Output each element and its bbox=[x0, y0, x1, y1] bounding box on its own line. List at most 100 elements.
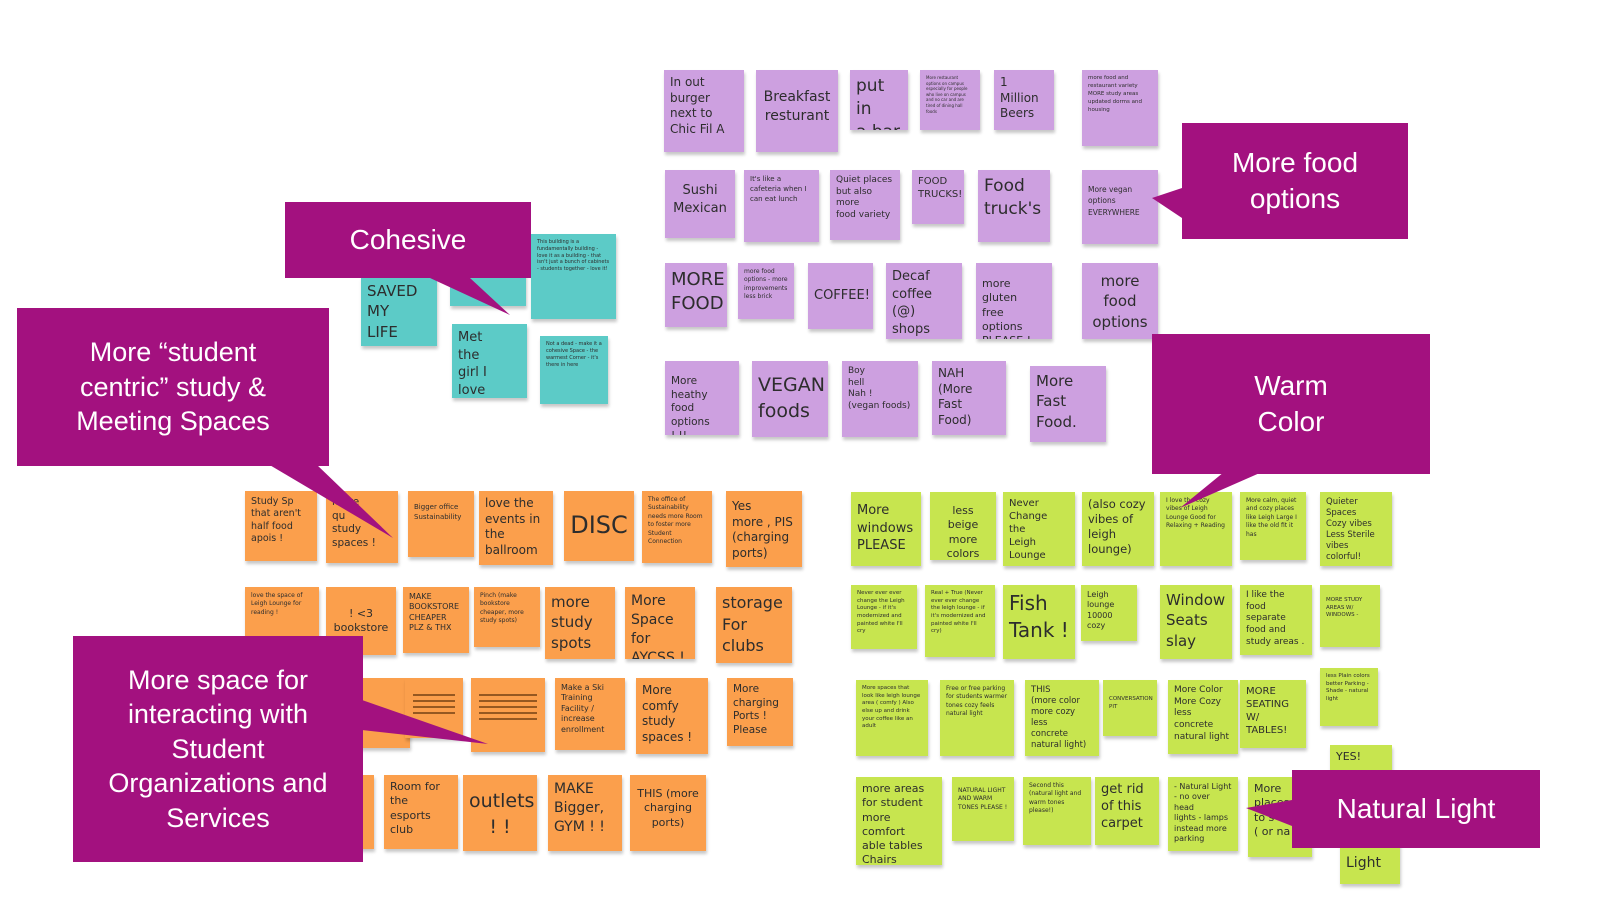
sticky-note-green[interactable]: NATURAL LIGHT AND WARM TONES PLEASE ! bbox=[952, 777, 1014, 841]
sticky-note-purple[interactable]: MORE FOOD bbox=[665, 263, 727, 327]
sticky-note-teal[interactable]: This building is a fundamentally buildin… bbox=[531, 234, 616, 319]
sticky-note-orange[interactable]: MAKE BOOKSTORE CHEAPER PLZ & THX bbox=[403, 587, 469, 653]
sticky-note-purple[interactable]: more food options - more improvements le… bbox=[738, 263, 794, 319]
sticky-note-purple[interactable]: more food and restaurant variety MORE st… bbox=[1082, 70, 1158, 146]
sticky-note-orange[interactable]: MAKE Bigger, GYM ! ! bbox=[548, 775, 622, 851]
note-text: More Fast Food. bbox=[1036, 372, 1077, 431]
sticky-note-orange[interactable]: More comfy study spaces ! bbox=[636, 678, 708, 754]
sticky-note-purple[interactable]: Quiet places but also more food variety bbox=[830, 170, 900, 240]
sticky-note-green[interactable]: (also cozy vibes of leigh lounge) bbox=[1082, 492, 1154, 566]
note-text: 1 Million Beers bbox=[1000, 75, 1039, 121]
sticky-note-teal[interactable]: Not a dead - make it a cohesive Space - … bbox=[540, 336, 608, 404]
sticky-note-orange[interactable]: outlets ! ! bbox=[463, 775, 537, 851]
sticky-note-purple[interactable]: Breakfast resturant bbox=[756, 70, 838, 152]
sticky-note-green[interactable]: Leigh lounge 10000 cozy bbox=[1081, 585, 1137, 641]
sticky-note-orange[interactable]: love the events in the ballroom bbox=[479, 491, 553, 565]
sticky-note-purple[interactable]: more gluten free options PLEASE ! bbox=[976, 263, 1052, 339]
sticky-note-purple[interactable]: COFFEE! bbox=[808, 263, 873, 329]
sticky-note-orange[interactable]: Pinch (make bookstore cheaper, more stud… bbox=[474, 587, 540, 647]
sticky-note-green[interactable]: MORE STUDY AREAS W/ WINDOWS - bbox=[1320, 585, 1380, 647]
sticky-note-purple[interactable]: Decaf coffee (@) shops bbox=[886, 263, 962, 339]
scribble-line bbox=[479, 712, 537, 714]
sticky-note-purple[interactable]: More vegan options EVERYWHERE bbox=[1082, 170, 1158, 244]
sticky-note-green[interactable]: CONVERSATION PIT bbox=[1103, 680, 1157, 736]
note-text: More spaces that look like leigh lounge … bbox=[862, 685, 921, 730]
sticky-note-green[interactable]: More windows PLEASE bbox=[851, 492, 921, 566]
sticky-note-purple[interactable]: Sushi Mexican bbox=[665, 170, 735, 238]
note-text: ! <3 bookstore bbox=[333, 607, 389, 635]
sticky-note-green[interactable]: Never ever ever change the Leigh Lounge … bbox=[851, 585, 917, 649]
note-text: I like the food separate food and study … bbox=[1246, 590, 1305, 647]
sticky-note-purple[interactable]: 1 Million Beers bbox=[994, 70, 1054, 130]
sticky-note-green[interactable]: More calm, quiet and cozy places like Le… bbox=[1240, 492, 1306, 560]
sticky-note-orange[interactable]: Bigger office Sustainability bbox=[408, 491, 474, 557]
note-text: MAKE Bigger, GYM ! ! bbox=[554, 781, 605, 835]
sticky-note-green[interactable]: Never Change the Leigh Lounge bbox=[1003, 492, 1075, 566]
note-text: NATURAL LIGHT AND WARM TONES PLEASE ! bbox=[958, 787, 1008, 811]
note-text: Quieter Spaces Cozy vibes Less Sterile v… bbox=[1326, 497, 1375, 563]
note-text: The office of Sustainability needs more … bbox=[648, 496, 703, 545]
sticky-note-purple[interactable]: FOOD TRUCKS! bbox=[912, 170, 964, 224]
sticky-note-green[interactable]: more areas for student more comfort able… bbox=[856, 777, 942, 865]
sticky-note-green[interactable]: MORE SEATING W/ TABLES! bbox=[1240, 680, 1306, 748]
sticky-note-green[interactable]: - Natural Light - no over head lights - … bbox=[1168, 777, 1238, 851]
note-text: More places to s ( or na bbox=[1254, 782, 1291, 838]
sticky-note-orange[interactable]: love the space of Leigh Lounge for readi… bbox=[245, 587, 319, 643]
sticky-note-orange[interactable]: storage For clubs bbox=[716, 587, 792, 663]
sticky-note-orange[interactable]: DISC bbox=[564, 491, 634, 561]
sticky-note-orange[interactable]: More charging Ports ! Please bbox=[727, 678, 793, 746]
sticky-note-orange[interactable]: The office of Sustainability needs more … bbox=[642, 491, 712, 563]
sticky-note-purple[interactable]: Food truck's bbox=[978, 170, 1050, 242]
sticky-note-green[interactable]: I like the food separate food and study … bbox=[1240, 585, 1312, 655]
note-text: More comfy study spaces ! bbox=[642, 683, 693, 744]
note-text: More charging Ports ! Please bbox=[733, 683, 779, 736]
sticky-note-green[interactable]: THIS (more color more cozy less concrete… bbox=[1025, 680, 1099, 756]
sticky-note-purple[interactable]: more food options bbox=[1082, 263, 1158, 339]
sticky-note-orange-scribble[interactable] bbox=[405, 678, 463, 738]
sticky-note-purple[interactable]: More Fast Food. bbox=[1030, 366, 1106, 442]
sticky-note-purple[interactable]: In out burger next to Chic Fil A bbox=[664, 70, 744, 152]
note-text: More windows PLEASE bbox=[857, 503, 914, 554]
sticky-note-orange[interactable]: more qu study spaces ! bbox=[326, 491, 398, 563]
sticky-note-green[interactable]: get rid of this carpet bbox=[1095, 777, 1159, 845]
sticky-note-orange[interactable]: Yes more , PIS (charging ports) bbox=[726, 491, 802, 567]
sticky-note-green[interactable]: Fish Tank ! bbox=[1003, 585, 1075, 659]
sticky-note-orange[interactable]: Room for the esports club bbox=[384, 775, 458, 849]
sticky-note-green[interactable]: I love the cozy vibes of Leigh Lounge Go… bbox=[1160, 492, 1232, 566]
note-text: Second this (natural light and warm tone… bbox=[1029, 782, 1082, 815]
sticky-note-green[interactable]: Window Seats slay bbox=[1160, 585, 1232, 659]
note-text: More calm, quiet and cozy places like Le… bbox=[1246, 497, 1297, 538]
note-text: VEGAN foods bbox=[758, 374, 825, 422]
sticky-note-green[interactable]: Second this (natural light and warm tone… bbox=[1023, 777, 1091, 845]
callout-natural-light: Natural Light bbox=[1292, 770, 1540, 848]
note-text: COFFEE! bbox=[814, 288, 870, 303]
sticky-note-purple[interactable]: It's like a cafeteria when I can eat lun… bbox=[744, 170, 819, 242]
sticky-note-green[interactable]: Quieter Spaces Cozy vibes Less Sterile v… bbox=[1320, 492, 1392, 566]
sticky-note-orange[interactable]: THIS (more charging ports) bbox=[630, 775, 706, 851]
sticky-note-teal[interactable]: SAVED MY LIFE bbox=[361, 276, 437, 346]
sticky-note-purple[interactable]: Boy hell Nah ! (vegan foods) bbox=[842, 361, 918, 437]
note-text: storage For clubs bbox=[722, 593, 783, 656]
sticky-note-green[interactable]: less Plain colors better Parking - Shade… bbox=[1320, 668, 1378, 726]
sticky-note-orange[interactable]: more study spots bbox=[545, 587, 615, 659]
note-text: More restaurant options on campus especi… bbox=[926, 75, 968, 114]
sticky-note-teal[interactable]: Met the girl I love bbox=[452, 324, 527, 398]
note-text: more areas for student more comfort able… bbox=[862, 782, 925, 865]
sticky-note-orange[interactable]: Study Sp that aren't half food apois ! bbox=[245, 491, 317, 561]
sticky-note-purple[interactable]: put in a bar bbox=[850, 70, 908, 130]
sticky-note-green[interactable]: less beige more colors bbox=[930, 492, 996, 560]
note-text: more gluten free options PLEASE ! bbox=[982, 277, 1031, 339]
scribble-line bbox=[479, 706, 537, 708]
sticky-note-purple[interactable]: VEGAN foods bbox=[752, 361, 828, 437]
sticky-note-green[interactable]: More spaces that look like leigh lounge … bbox=[856, 680, 928, 756]
sticky-note-purple[interactable]: More heathy food options ! !! bbox=[665, 361, 739, 435]
sticky-note-orange[interactable]: More Space for AYCSS ! bbox=[625, 587, 695, 659]
sticky-note-green[interactable]: Free or free parking for students warmer… bbox=[940, 680, 1014, 756]
sticky-note-purple[interactable]: NAH (More Fast Food) bbox=[932, 361, 1006, 435]
sticky-note-green[interactable]: More Color More Cozy less concrete natur… bbox=[1168, 680, 1238, 754]
sticky-note-orange-scribble[interactable] bbox=[471, 678, 545, 752]
note-text: get rid of this carpet bbox=[1101, 782, 1144, 831]
sticky-note-orange[interactable]: Make a Ski Training Facility / increase … bbox=[555, 678, 625, 750]
sticky-note-green[interactable]: Real + True (Never ever ever change the … bbox=[925, 585, 995, 657]
sticky-note-purple[interactable]: More restaurant options on campus especi… bbox=[920, 70, 980, 130]
